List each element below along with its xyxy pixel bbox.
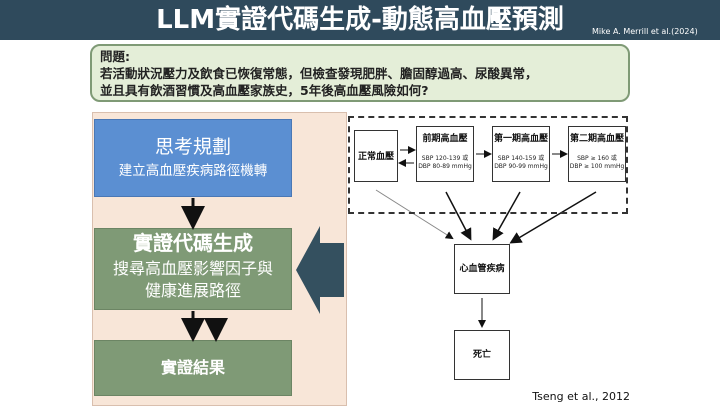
arrow-normal-cvd bbox=[375, 189, 454, 240]
node-death: 死亡 bbox=[454, 330, 510, 380]
step-codegen-subtitle-line-1: 搜尋高血壓影響因子與 bbox=[112, 259, 273, 278]
big-arrow-left bbox=[296, 226, 344, 314]
step-codegen-subtitle-line-2: 健康進展路徑 bbox=[144, 281, 241, 300]
arrow-stage2-cvd bbox=[509, 191, 597, 244]
node-normal-bp: 正常血壓 bbox=[354, 130, 398, 182]
arrow-stage1-cvd bbox=[492, 191, 521, 241]
node-stage1-sbp: SBP 140-159 或 bbox=[497, 155, 545, 162]
step-codegen-box bbox=[94, 228, 292, 310]
arrow-pre-cvd bbox=[445, 191, 472, 241]
question-box: 問題: 若活動狀況壓力及飲食已恢復常態，但檢查發現肥胖、膽固醇過高、尿酸異常， … bbox=[90, 44, 630, 102]
node-stage2-hypertension: 第二期高血壓 SBP ≥ 160 或 DBP ≥ 100 mmHg bbox=[568, 126, 626, 182]
node-cardiovascular-disease: 心血管疾病 bbox=[454, 244, 510, 294]
step-codegen-subtitle: 搜尋高血壓影響因子與 健康進展路徑 bbox=[94, 258, 292, 302]
node-pre-dbp: DBP 80-89 mmHg bbox=[418, 163, 472, 170]
node-normal-label: 正常血壓 bbox=[357, 152, 394, 162]
node-pre-sbp: SBP 120-139 或 bbox=[421, 155, 469, 162]
step-result-title: 實證結果 bbox=[160, 358, 225, 377]
node-cvd-label: 心血管疾病 bbox=[459, 264, 505, 274]
node-stage2-dbp: DBP ≥ 100 mmHg bbox=[569, 163, 625, 170]
question-line-2: 並且具有飲酒習慣及高血壓家族史，5年後高血壓風險如何? bbox=[100, 83, 429, 98]
step-planning-subtitle: 建立高血壓疾病路徑機轉 bbox=[118, 163, 268, 179]
node-stage1-dbp: DBP 90-99 mmHg bbox=[494, 163, 548, 170]
node-stage1-hypertension: 第一期高血壓 SBP 140-159 或 DBP 90-99 mmHg bbox=[492, 126, 550, 182]
footer-citation: Tseng et al., 2012 bbox=[532, 390, 630, 403]
header-bar bbox=[0, 0, 720, 40]
question-line-1: 若活動狀況壓力及飲食已恢復常態，但檢查發現肥胖、膽固醇過高、尿酸異常， bbox=[100, 66, 538, 81]
page-title: LLM實證代碼生成-動態高血壓預測 bbox=[156, 5, 564, 35]
step-planning-title: 思考規劃 bbox=[154, 136, 231, 158]
node-stage2-label: 第二期高血壓 bbox=[569, 134, 624, 144]
node-pre-label: 前期高血壓 bbox=[422, 134, 468, 144]
node-prehypertension: 前期高血壓 SBP 120-139 或 DBP 80-89 mmHg bbox=[416, 126, 474, 182]
header-citation: Mike A. Merrill et al.(2024) bbox=[592, 27, 698, 36]
node-stage2-sbp: SBP ≥ 160 或 bbox=[577, 155, 617, 162]
step-planning-box bbox=[94, 119, 292, 197]
stages-dashed-frame bbox=[348, 116, 628, 214]
question-label: 問題: bbox=[100, 49, 130, 64]
step-codegen-title: 實證代碼生成 bbox=[133, 231, 253, 255]
node-death-label: 死亡 bbox=[472, 350, 491, 360]
node-stage1-label: 第一期高血壓 bbox=[493, 134, 548, 144]
